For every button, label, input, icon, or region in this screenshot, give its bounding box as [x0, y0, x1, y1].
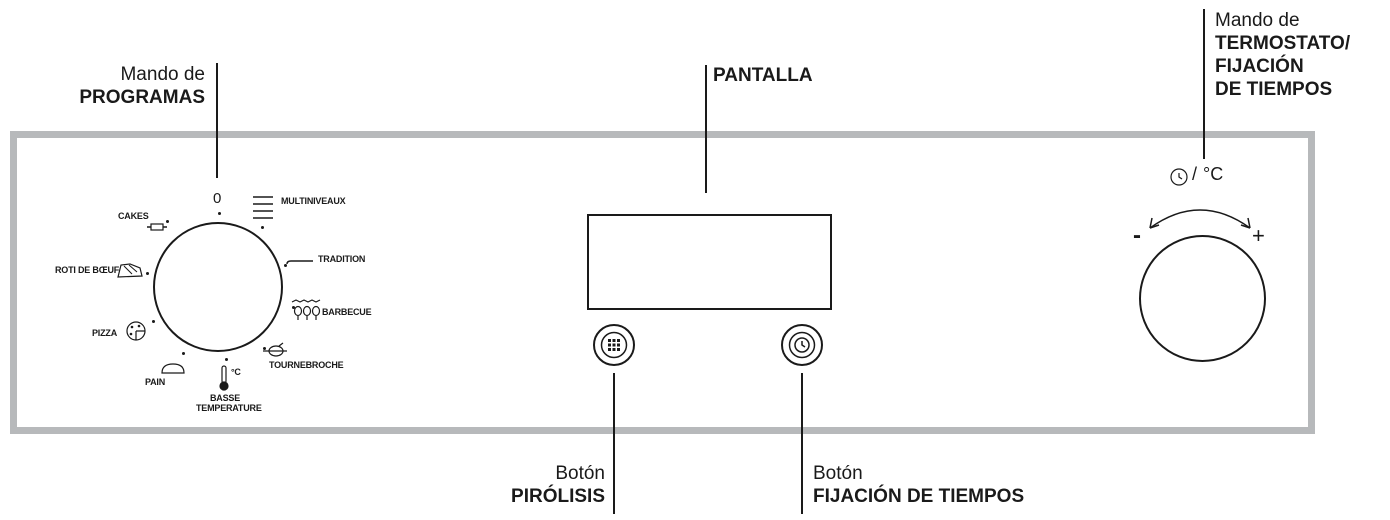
program-pizza-label: PIZZA [92, 328, 117, 338]
callout-programas-line [216, 63, 218, 178]
callout-pantalla-label: PANTALLA [713, 65, 813, 86]
program-basse-label-1: BASSE [210, 393, 241, 403]
thermostat-minus: - [1133, 222, 1141, 249]
program-multiniveaux-label: MULTINIVEAUX [281, 196, 346, 206]
callout-fijacion: Botón FIJACIÓN DE TIEMPOS [813, 462, 1024, 508]
callout-pirolisis-line1: Botón [555, 463, 605, 484]
callout-termostato: Mando de TERMOSTATO/ FIJACIÓN DE TIEMPOS [1215, 9, 1350, 101]
program-dot [261, 226, 264, 229]
oven-control-panel [10, 131, 1315, 434]
callout-fijacion-line [801, 373, 803, 514]
callout-termostato-line1: Mando de [1215, 10, 1300, 31]
program-barbecue-label: BARBECUE [322, 307, 372, 317]
thermostat-label-sep: / [1192, 164, 1198, 184]
callout-termostato-line4: DE TIEMPOS [1215, 79, 1333, 100]
callout-pantalla: PANTALLA [713, 64, 813, 87]
program-dot [182, 352, 185, 355]
thermostat-label-unit: °C [1203, 164, 1224, 184]
thermostat-plus: + [1252, 223, 1265, 248]
multilevel-icon [253, 196, 273, 219]
callout-programas: Mando de PROGRAMAS [40, 63, 205, 109]
grill-drumstick-icon [291, 299, 321, 320]
program-knob[interactable] [153, 222, 283, 352]
program-dot [284, 264, 287, 267]
callout-programas-line2: PROGRAMAS [79, 87, 205, 108]
clock-icon [1170, 168, 1188, 186]
pizza-icon [126, 321, 146, 341]
program-dot [218, 212, 221, 215]
display-screen [587, 214, 832, 310]
program-pain-label: PAIN [145, 377, 166, 387]
program-dot [152, 320, 155, 323]
pyrolysis-button[interactable] [593, 324, 635, 366]
program-cakes-label: CAKES [118, 211, 149, 221]
program-basse-unit: °C [231, 367, 241, 377]
callout-pirolisis-line [613, 373, 615, 514]
program-off-mark: 0 [213, 190, 222, 207]
program-roti-label: ROTI DE BŒUF [55, 265, 120, 275]
callout-pirolisis-line2: PIRÓLISIS [511, 486, 605, 507]
bottom-heat-icon [286, 260, 313, 265]
callout-pantalla-line [705, 65, 707, 193]
roast-beef-icon [117, 263, 143, 278]
clock-icon [788, 331, 816, 359]
program-tournebroche-label: TOURNEBROCHE [269, 360, 344, 370]
bread-icon [161, 363, 185, 374]
program-dot [166, 220, 169, 223]
rolling-pin-icon [147, 223, 167, 231]
callout-termostato-line [1203, 9, 1205, 159]
program-dot [146, 272, 149, 275]
callout-pirolisis: Botón PIRÓLISIS [440, 462, 605, 508]
callout-termostato-line2: TERMOSTATO/ [1215, 33, 1351, 54]
program-basse-label-2: TEMPERATURE [196, 403, 262, 413]
program-dot [225, 358, 228, 361]
program-dot [292, 306, 295, 309]
timer-button[interactable] [781, 324, 823, 366]
grid-dots-icon [600, 331, 628, 359]
rotisserie-icon [263, 342, 287, 357]
callout-fijacion-line1: Botón [813, 463, 863, 484]
rotation-arrow-icon [1149, 209, 1251, 229]
callout-fijacion-line2: FIJACIÓN DE TIEMPOS [813, 486, 1025, 507]
program-tradition-label: TRADITION [318, 254, 366, 264]
callout-programas-line1: Mando de [120, 64, 205, 85]
thermometer-icon [219, 365, 229, 391]
program-dot [263, 347, 266, 350]
callout-termostato-line3: FIJACIÓN [1215, 56, 1304, 77]
thermostat-knob[interactable] [1139, 235, 1266, 362]
